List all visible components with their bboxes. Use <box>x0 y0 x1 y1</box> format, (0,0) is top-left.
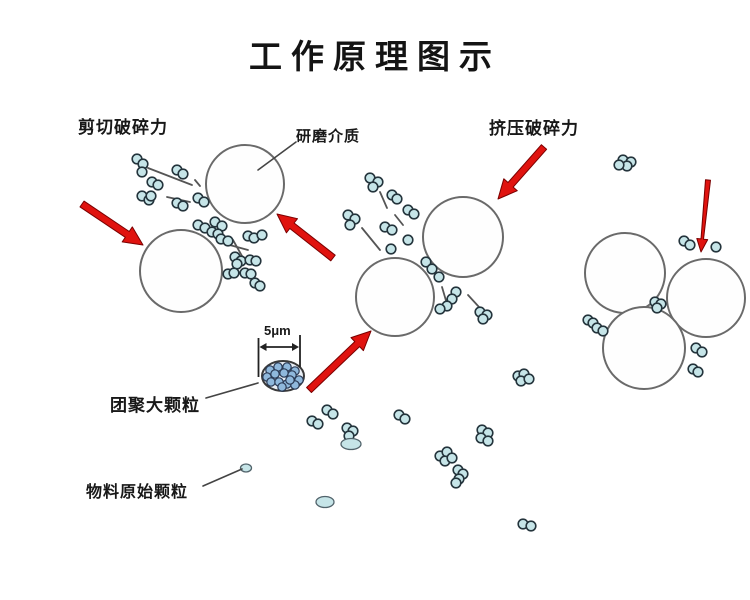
shear-slash-line <box>467 294 480 308</box>
shear-slash-line <box>147 167 193 186</box>
material-particle <box>525 520 537 532</box>
agglomerate-layer <box>261 360 305 392</box>
material-particle <box>254 280 266 292</box>
material-particle <box>482 435 494 447</box>
material-particle <box>450 477 462 489</box>
label-grinding-media: 研磨介质 <box>296 129 361 145</box>
leader-line <box>202 468 243 487</box>
shear-slash-line <box>379 191 388 209</box>
leader-line <box>257 141 297 171</box>
material-particle <box>177 168 189 180</box>
material-particle <box>344 219 356 231</box>
agglomerate-inner-particle <box>266 377 276 387</box>
grinding-media-circle <box>666 258 746 338</box>
agglomerate-inner-particle <box>279 368 289 378</box>
shear-slash-line <box>394 214 404 226</box>
material-particle <box>692 366 704 378</box>
grinding-media-circle <box>139 229 223 313</box>
leader-line <box>205 382 259 399</box>
agglomerate-inner-particle <box>285 375 295 385</box>
label-agglomerate: 团聚大颗粒 <box>110 396 200 415</box>
material-particle <box>245 268 257 280</box>
label-shear-force: 剪切破碎力 <box>78 118 168 137</box>
material-particle <box>399 413 411 425</box>
material-particle <box>597 325 609 337</box>
material-particle <box>367 181 379 193</box>
agglomerate-inner-particle <box>277 382 287 392</box>
material-particle <box>177 200 189 212</box>
force-arrow <box>79 200 144 246</box>
material-particle <box>231 258 243 270</box>
force-arrow <box>306 330 372 393</box>
material-particle <box>433 271 445 283</box>
shear-slash-line <box>232 239 243 257</box>
material-particle <box>256 229 268 241</box>
dimension-arrowhead-left <box>259 343 267 351</box>
grinding-media-circle <box>602 306 686 390</box>
material-particle <box>434 303 446 315</box>
label-extrusion-force: 挤压破碎力 <box>489 119 579 138</box>
grinding-media-circle <box>422 196 504 278</box>
material-particle <box>402 234 414 246</box>
shear-slash-line <box>361 227 381 251</box>
force-arrows-layer <box>79 144 711 393</box>
grinding-media-circle <box>355 257 435 337</box>
material-particle <box>523 373 535 385</box>
material-particle <box>312 418 324 430</box>
material-particle <box>408 208 420 220</box>
material-particle <box>684 239 696 251</box>
force-arrow <box>497 144 548 200</box>
material-particle <box>651 302 663 314</box>
material-particle <box>613 159 625 171</box>
page-title: 工作原理图示 <box>249 40 501 76</box>
material-particle <box>152 179 164 191</box>
material-particle <box>426 263 438 275</box>
material-particle <box>420 256 432 268</box>
shear-slash-layer <box>147 167 480 308</box>
material-particle <box>250 255 262 267</box>
grinding-media-layer <box>139 144 746 390</box>
material-particle <box>386 224 398 236</box>
force-arrow <box>276 213 336 262</box>
material-particle <box>477 313 489 325</box>
grinding-media-circle <box>205 144 285 224</box>
material-particle <box>136 166 148 178</box>
material-particle <box>696 346 708 358</box>
leader-lines-layer <box>202 141 297 487</box>
particles-layer <box>131 153 722 532</box>
material-particle <box>145 190 157 202</box>
dimension-layer <box>257 335 301 377</box>
material-particle-ellipse <box>340 437 362 451</box>
material-particle <box>710 241 722 253</box>
agglomerate-inner-particle <box>270 369 280 379</box>
material-particle <box>446 452 458 464</box>
material-particle-ellipse <box>239 463 253 473</box>
material-particle <box>222 235 234 247</box>
force-arrow <box>696 179 711 253</box>
material-particle <box>391 193 403 205</box>
dimension-arrowhead-right <box>292 343 299 351</box>
label-scale-5um: 5μm <box>264 323 291 338</box>
material-particle <box>327 408 339 420</box>
material-particle <box>228 267 240 279</box>
shear-slash-line <box>194 179 201 187</box>
material-particle <box>198 196 210 208</box>
label-raw-particle: 物料原始颗粒 <box>86 484 189 501</box>
material-particle-ellipse <box>315 495 335 509</box>
material-particle <box>385 243 397 255</box>
